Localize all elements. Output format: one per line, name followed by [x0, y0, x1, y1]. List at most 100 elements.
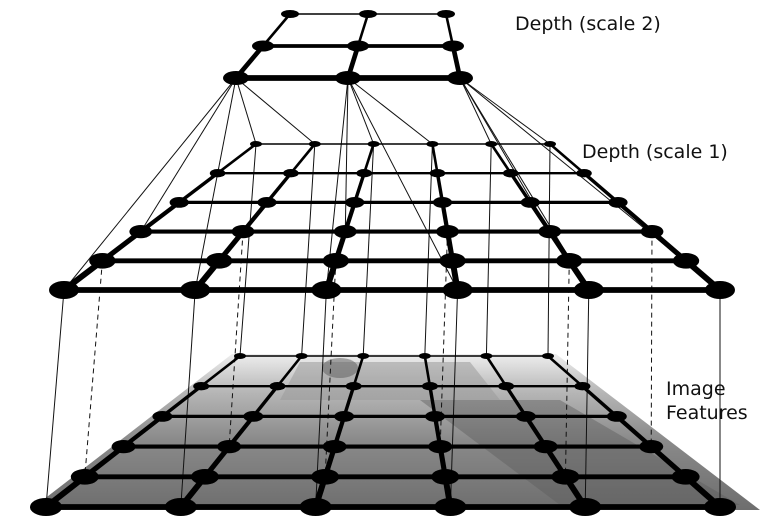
image-features-node [243, 411, 263, 422]
connector-scale1-to-features [548, 144, 550, 356]
depth-scale-1-node [311, 281, 341, 299]
depth-scale-1-node [49, 281, 79, 299]
depth-scale-2-node [359, 10, 377, 18]
image-features-node [217, 440, 241, 453]
connector-scale1-to-features [486, 144, 491, 356]
image-features-node [534, 440, 558, 453]
image-features-node [193, 382, 209, 390]
depth-scale-1-node [283, 169, 299, 177]
image-plane-building [280, 362, 500, 400]
depth-scale-1-node [521, 197, 540, 208]
depth-scale-1-node [503, 169, 519, 177]
image-features-node [191, 469, 219, 485]
depth-scale-2-grid [223, 10, 473, 85]
depth-scale-1-node [170, 197, 189, 208]
depth-scale-1-node [556, 253, 582, 269]
image-features-node [551, 469, 579, 485]
image-features-label-line1: Image [666, 377, 748, 401]
depth-scale-1-edge-vertical [218, 144, 256, 173]
image-features-node [574, 382, 590, 390]
depth-scale-2-label: Depth (scale 2) [515, 12, 661, 36]
depth-scale-2-node [281, 10, 299, 18]
depth-scale-1-label: Depth (scale 1) [582, 140, 728, 164]
image-features-node [419, 353, 431, 359]
image-features-node [269, 382, 285, 390]
depth-scale-2-node [442, 41, 464, 52]
depth-scale-1-node [608, 197, 627, 208]
depth-scale-1-node [430, 169, 446, 177]
image-features-node [569, 498, 601, 516]
image-features-node [234, 353, 246, 359]
connector-scale1-to-features [425, 144, 433, 356]
image-features-node [71, 469, 99, 485]
image-features-node [152, 411, 172, 422]
connector-scale1-to-features [240, 144, 256, 356]
depth-scale-1-node [673, 253, 699, 269]
image-features-node [30, 498, 62, 516]
depth-scale-1-node [574, 281, 604, 299]
image-features-node [300, 498, 332, 516]
image-features-node [311, 469, 339, 485]
image-features-node [516, 411, 536, 422]
image-features-node [607, 411, 627, 422]
connector-scale1-to-features [302, 144, 315, 356]
connector-scale1-to-features [85, 261, 103, 477]
depth-scale-1-node [538, 225, 561, 238]
depth-scale-2-node [335, 71, 361, 85]
depth-scale-1-edge-vertical [550, 144, 584, 173]
connector-scale2-to-scale1 [460, 78, 550, 144]
depth-scale-2-node [347, 41, 369, 52]
image-features-node [334, 411, 354, 422]
depth-scale-1-node [232, 225, 255, 238]
connector-scale2-to-scale1 [460, 78, 491, 144]
image-features-node [672, 469, 700, 485]
image-features-node [346, 382, 362, 390]
connector-scale1-to-features [46, 290, 64, 507]
depth-scale-1-node [257, 197, 276, 208]
depth-scale-1-node [356, 169, 372, 177]
depth-scale-2-node [437, 10, 455, 18]
image-features-node [425, 411, 445, 422]
depth-scale-1-node [433, 197, 452, 208]
depth-scale-2-node [223, 71, 249, 85]
depth-scale-1-node [443, 281, 473, 299]
depth-scale-1-node [345, 197, 364, 208]
image-features-node [498, 382, 514, 390]
depth-scale-1-node [485, 141, 497, 147]
image-features-node [639, 440, 663, 453]
depth-scale-1-node [439, 253, 465, 269]
image-features-node [296, 353, 308, 359]
depth-scale-1-grid [49, 141, 735, 299]
image-features-node [357, 353, 369, 359]
depth-scale-2-node [252, 41, 274, 52]
image-features-node [431, 469, 459, 485]
depth-scale-1-node [129, 225, 152, 238]
depth-scale-1-node [544, 141, 556, 147]
depth-scale-1-node [436, 225, 459, 238]
image-features-node [542, 353, 554, 359]
connector-scale1-to-features [651, 232, 652, 447]
connector-scale2-to-scale1 [236, 78, 315, 144]
depth-scale-1-node [323, 253, 349, 269]
depth-scale-1-node [309, 141, 321, 147]
image-features-node [704, 498, 736, 516]
depth-scale-2-node [447, 71, 473, 85]
image-features-node [422, 382, 438, 390]
depth-scale-1-node [368, 141, 380, 147]
image-features-label: Image Features [666, 377, 748, 425]
depth-scale-1-edge-vertical [179, 173, 217, 202]
depth-scale-1-node [89, 253, 115, 269]
image-plane-tree [322, 358, 358, 378]
depth-scale-1-node [210, 169, 226, 177]
depth-scale-1-node [426, 141, 438, 147]
connector-scale2-to-scale1 [236, 78, 256, 144]
depth-scale-1-node [705, 281, 735, 299]
image-features-node [323, 440, 347, 453]
image-features-node [480, 353, 492, 359]
depth-scale-1-node [641, 225, 664, 238]
image-features-node [434, 498, 466, 516]
depth-scale-1-node [334, 225, 357, 238]
image-features-node [428, 440, 452, 453]
image-features-node [112, 440, 136, 453]
